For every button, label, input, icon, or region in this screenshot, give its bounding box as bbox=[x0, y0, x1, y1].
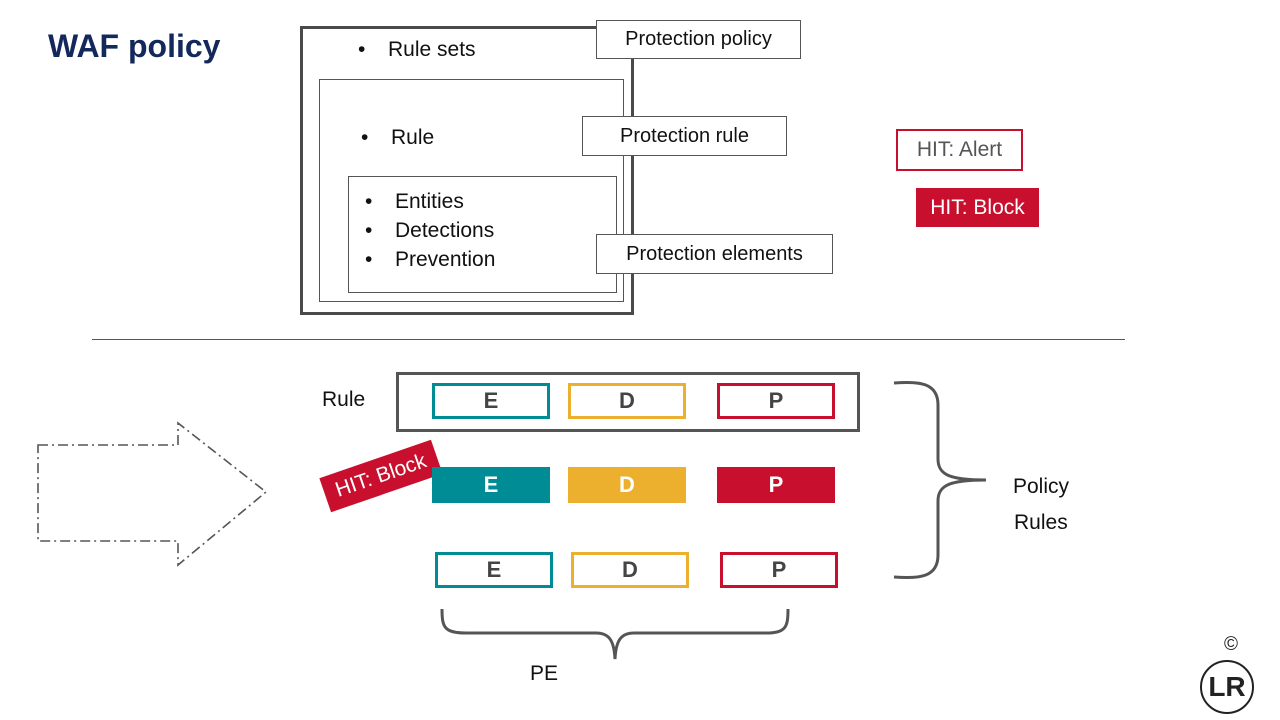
logo-text: LR bbox=[1208, 671, 1246, 702]
rule2-prevention: P bbox=[717, 467, 835, 503]
hit-alert-badge: HIT: Alert bbox=[896, 129, 1023, 171]
rule3-detection: D bbox=[571, 552, 689, 588]
label-protection-rule: Protection rule bbox=[582, 116, 787, 156]
dashed-arrow-icon bbox=[37, 421, 268, 567]
slide-title: WAF policy bbox=[48, 28, 221, 64]
bullet-entities: •Entities bbox=[365, 190, 464, 213]
rule2-entity: E bbox=[432, 467, 550, 503]
tilted-hit-block-badge: HIT: Block bbox=[319, 439, 443, 513]
rule3-prevention: P bbox=[720, 552, 838, 588]
hit-block-badge: HIT: Block bbox=[916, 188, 1039, 227]
label-protection-elements: Protection elements bbox=[596, 234, 833, 274]
pe-label: PE bbox=[530, 662, 559, 685]
bullet-detections: •Detections bbox=[365, 219, 495, 242]
rule-label: Rule bbox=[322, 388, 366, 411]
rule1-detection: D bbox=[568, 383, 686, 419]
rule3-entity: E bbox=[435, 552, 553, 588]
section-divider bbox=[92, 339, 1125, 340]
rule1-prevention: P bbox=[717, 383, 835, 419]
policy-label: Policy bbox=[1013, 475, 1070, 498]
policy-rules-brace-icon bbox=[893, 380, 987, 580]
rule1-entity: E bbox=[432, 383, 550, 419]
elements-box bbox=[348, 176, 617, 293]
bullet-prevention: •Prevention bbox=[365, 248, 496, 271]
label-protection-policy: Protection policy bbox=[596, 20, 801, 59]
rule2-detection: D bbox=[568, 467, 686, 503]
copyright-symbol: © bbox=[1224, 634, 1238, 655]
company-logo: LR bbox=[1200, 660, 1254, 714]
bullet-rule: •Rule bbox=[361, 126, 435, 149]
pe-brace-icon bbox=[440, 608, 790, 660]
rules-label: Rules bbox=[1014, 511, 1068, 534]
bullet-rule-sets: •Rule sets bbox=[358, 38, 476, 61]
